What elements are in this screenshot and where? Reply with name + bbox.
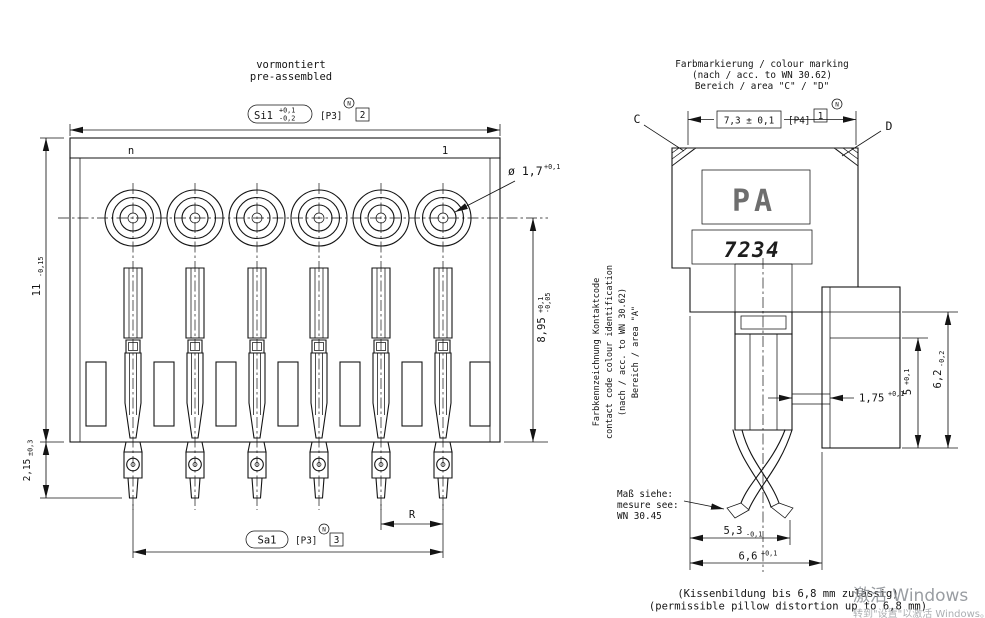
dimension-6-6: 6,6 +0,1 bbox=[690, 452, 823, 570]
housing-slot bbox=[401, 361, 423, 427]
sa1-box-number: 3 bbox=[334, 535, 340, 546]
housing-slot bbox=[339, 361, 361, 427]
contact-code-line4: Bereich / area "A" bbox=[631, 306, 641, 398]
dimension-sa1: Sa1 [P3] N 3 bbox=[133, 523, 443, 556]
dim-11-value: 11 bbox=[31, 284, 43, 297]
housing-slots bbox=[85, 361, 491, 427]
dim-6-6-value: 6,6 bbox=[739, 551, 758, 563]
dim-1-75-value: 1,75 bbox=[859, 393, 884, 405]
dim-7-3-value: 7,3 ± 0,1 bbox=[724, 116, 774, 127]
area-d-label: D bbox=[886, 119, 893, 133]
windows-activation-watermark: 激活 Windows 转到"设置"以激活 Windows。 bbox=[853, 586, 985, 618]
dimension-1-75: 1,75 +0,1 bbox=[768, 390, 904, 405]
contact-cavity bbox=[734, 258, 793, 572]
dimension-5-3: 5,3 -0,1 bbox=[689, 316, 791, 570]
part-code-7234: 7234 bbox=[724, 238, 781, 262]
housing-slot bbox=[85, 361, 107, 427]
spring-contact-legs bbox=[726, 429, 794, 519]
colour-marking-line1: Farbmarkierung / colour marking bbox=[675, 59, 849, 70]
pole-n-label: n bbox=[128, 145, 134, 157]
housing-slot bbox=[277, 361, 299, 427]
pre-assembled-label-en: pre-assembled bbox=[250, 71, 332, 83]
dim-6-2-value: 6,2 bbox=[932, 370, 944, 389]
dimension-diameter: ø 1,7 +0,1 bbox=[454, 163, 560, 213]
contact-column bbox=[228, 182, 286, 511]
dim-2-15-value: 2,15 bbox=[22, 459, 33, 481]
si1-tol-upper: +0,1 bbox=[279, 107, 295, 115]
housing-slot bbox=[215, 361, 237, 427]
side-flange bbox=[792, 286, 901, 449]
contact-column bbox=[414, 182, 472, 511]
dim-8-95-tol-upper: +0,1 bbox=[537, 297, 545, 313]
contact-code-line1: Farbkennzeichnung Kontaktcode bbox=[592, 278, 602, 426]
diameter-label: ø 1,7 bbox=[508, 164, 543, 178]
dim-5-3-value: 5,3 bbox=[724, 525, 743, 537]
contact-column bbox=[352, 182, 410, 511]
p4-revision-badge: N bbox=[835, 102, 839, 109]
si1-tol-lower: -0,2 bbox=[279, 115, 295, 123]
measure-note-line2: mesure see: bbox=[617, 500, 679, 511]
dim-2-15-tol: ±0,3 bbox=[27, 440, 35, 456]
contact-columns bbox=[104, 182, 472, 511]
dimension-7-3: 7,3 ± 0,1 [P4] 1 N bbox=[687, 98, 857, 145]
contact-code-text: Farbkennzeichnung Kontaktcode contact co… bbox=[592, 265, 641, 439]
measure-note-line1: Maß siehe: bbox=[617, 489, 673, 500]
p4-box-number: 1 bbox=[818, 111, 824, 122]
side-view: Farbmarkierung / colour marking (nach / … bbox=[592, 59, 958, 572]
si1-p3-ref: [P3] bbox=[320, 111, 342, 122]
si1-revision-badge: N bbox=[347, 101, 351, 108]
watermark-line1: 激活 Windows bbox=[853, 586, 968, 606]
pole-1-label: 1 bbox=[442, 145, 448, 157]
colour-marking-line3: Bereich / area "C" / "D" bbox=[695, 81, 829, 92]
dim-5-tol: +0,1 bbox=[903, 369, 911, 385]
dim-6-6-tol: +0,1 bbox=[761, 550, 777, 558]
pillow-note-de: (Kissenbildung bis 6,8 mm zulässig) bbox=[677, 588, 898, 600]
si1-label: Si1 bbox=[254, 110, 273, 122]
dimension-11: 11 -0,15 bbox=[31, 137, 64, 443]
dim-6-2-tol: -0,2 bbox=[938, 351, 946, 367]
housing-slot bbox=[153, 361, 175, 427]
sa1-p3-ref: [P3] bbox=[295, 536, 317, 547]
material-pa-label: PA bbox=[732, 184, 776, 219]
contact-code-line2: contact code colour identification bbox=[605, 265, 615, 439]
dim-5-3-tol: -0,1 bbox=[746, 531, 762, 539]
contact-code-line3: (nach / acc. to WN 30.62) bbox=[618, 288, 628, 416]
measure-note-line3: WN 30.45 bbox=[617, 511, 662, 522]
dimension-6-2: 6,2 -0,2 bbox=[902, 311, 958, 449]
dim-11-tol: -0,15 bbox=[37, 257, 45, 277]
contact-column bbox=[104, 182, 162, 511]
contact-column bbox=[166, 182, 224, 511]
colour-marking-line2: (nach / acc. to WN 30.62) bbox=[692, 70, 832, 81]
watermark-line2: 转到"设置"以激活 Windows。 bbox=[853, 607, 985, 618]
dimension-8-95: 8,95 +0,1 -0,05 bbox=[504, 218, 552, 443]
sa1-revision-badge: N bbox=[322, 527, 326, 534]
connector-body: n 1 bbox=[58, 137, 548, 443]
dimension-5: 5 +0,1 bbox=[902, 337, 928, 448]
p4-ref: [P4] bbox=[788, 116, 810, 127]
area-c-label: C bbox=[634, 112, 641, 126]
footer-notes: (Kissenbildung bis 6,8 mm zulässig) (per… bbox=[649, 588, 927, 613]
pillow-note-en: (permissible pillow distortion up to 6,8… bbox=[649, 601, 927, 613]
pre-assembled-label-de: vormontiert bbox=[256, 59, 326, 71]
measure-note: Maß siehe: mesure see: WN 30.45 bbox=[617, 489, 725, 522]
front-view: vormontiert pre-assembled Si1 +0,1 -0,2 … bbox=[22, 59, 560, 558]
dim-5-value: 5 bbox=[902, 389, 914, 395]
dim-8-95-value: 8,95 bbox=[536, 317, 548, 342]
housing-outline: PA 7234 bbox=[671, 147, 859, 313]
dimension-r: R bbox=[132, 504, 444, 558]
dim-1-75-tol: +0,1 bbox=[888, 390, 904, 398]
diameter-tol: +0,1 bbox=[544, 163, 560, 171]
housing-slot bbox=[469, 361, 491, 427]
dim-8-95-tol-lower: -0,05 bbox=[544, 293, 552, 313]
dimension-2-15: 2,15 ±0,3 bbox=[22, 440, 122, 499]
dim-r-label: R bbox=[409, 509, 416, 521]
dimension-si1: Si1 +0,1 -0,2 [P3] N 2 bbox=[69, 97, 501, 136]
contact-column bbox=[290, 182, 348, 511]
sa1-label: Sa1 bbox=[258, 535, 277, 547]
si1-box-number: 2 bbox=[360, 110, 366, 121]
